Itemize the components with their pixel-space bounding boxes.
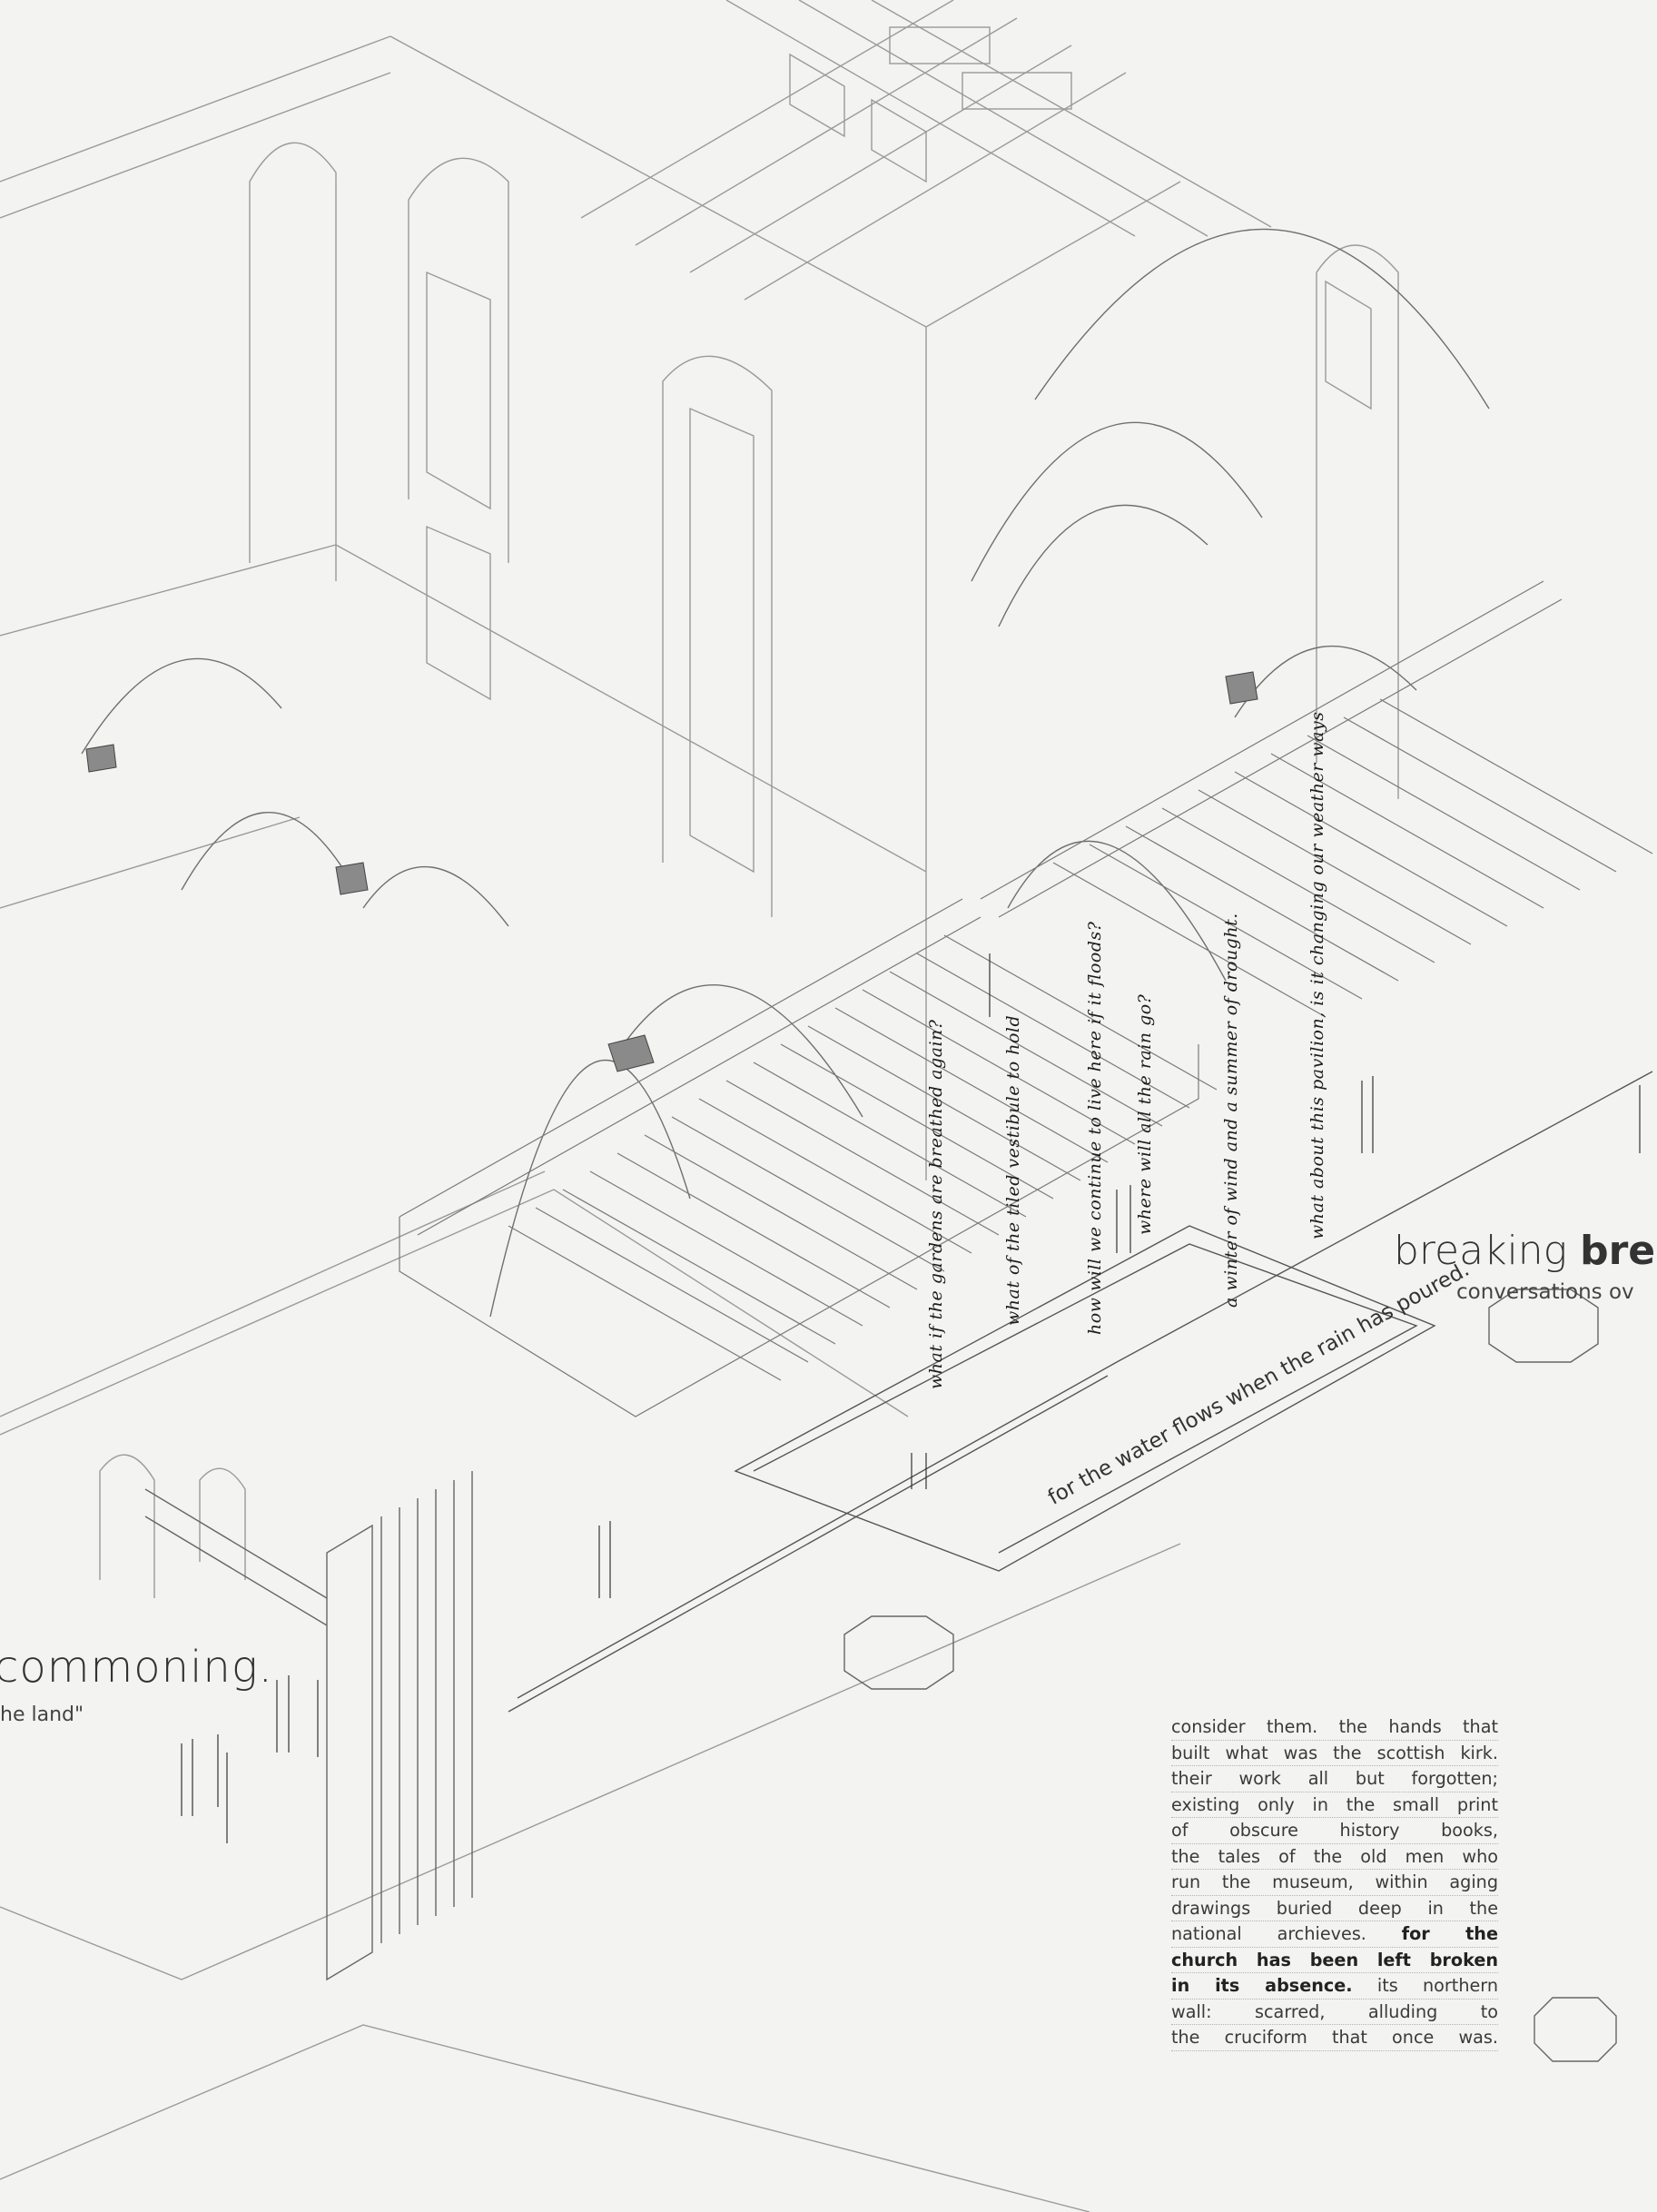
paragraph-line: the cruciform that once was.: [1171, 2025, 1498, 2051]
handwritten-question: what if the gardens are breathed again?: [926, 1019, 946, 1389]
paragraph-line: run the museum, within aging: [1171, 1870, 1498, 1896]
paragraph-line: existing only in the small print: [1171, 1792, 1498, 1818]
paragraph-line-regular: its northern: [1352, 1975, 1498, 1996]
handwritten-question: a winter of wind and a summer of drought…: [1221, 913, 1241, 1308]
paragraph-line-bold: in its absence.: [1171, 1975, 1353, 1996]
vaulted-arches: [81, 228, 1490, 1318]
arched-windows: [99, 142, 1399, 1598]
column-capitals: [85, 671, 1258, 1072]
paragraph-line: wall: scarred, alluding to: [1171, 2000, 1498, 2025]
paragraph-line-bold: for the: [1401, 1923, 1498, 1944]
breaking-title: breaking brea: [1394, 1228, 1657, 1274]
kirk-history-paragraph: consider them. the hands that built what…: [1171, 1714, 1498, 2051]
conversations-subtitle: conversations ov: [1456, 1280, 1634, 1304]
paragraph-line: their work all but forgotten;: [1171, 1766, 1498, 1792]
pavilion-slats: [399, 580, 1653, 1417]
breaking-title-regular: breaking: [1394, 1228, 1581, 1274]
paragraph-line-bold: church has been left broken: [1171, 1948, 1498, 1973]
human-figures: [181, 953, 1641, 1843]
paragraph-line: consider them. the hands that: [1171, 1714, 1498, 1741]
paragraph-line: of obscure history books,: [1171, 1818, 1498, 1844]
breaking-title-bold: brea: [1580, 1228, 1657, 1274]
column-bases: [843, 1289, 1617, 2062]
paragraph-line: drawings buried deep in the: [1171, 1896, 1498, 1921]
paragraph-line-regular: national archieves.: [1171, 1923, 1402, 1944]
handwritten-question: how will we continue to live here if it …: [1085, 921, 1105, 1335]
paragraph-line: in its absence. its northern: [1171, 1973, 1498, 2000]
handwritten-question: what of the tiled vestibule to hold: [1003, 1014, 1023, 1326]
commoning-title: commoning.: [0, 1642, 273, 1693]
ground-channels: [508, 1071, 1653, 1713]
handwritten-question: what about this pavilion, is it changing…: [1307, 711, 1327, 1239]
roof-truss-grid: [580, 0, 1272, 301]
commoning-subtitle: he land": [0, 1703, 84, 1726]
paragraph-line: national archieves. for the: [1171, 1921, 1498, 1948]
vertical-fins: [144, 1471, 473, 1981]
handwritten-question: where will all the rain go?: [1135, 993, 1155, 1235]
paragraph-line: the tales of the old men who: [1171, 1844, 1498, 1870]
paragraph-line: built what was the scottish kirk.: [1171, 1741, 1498, 1766]
